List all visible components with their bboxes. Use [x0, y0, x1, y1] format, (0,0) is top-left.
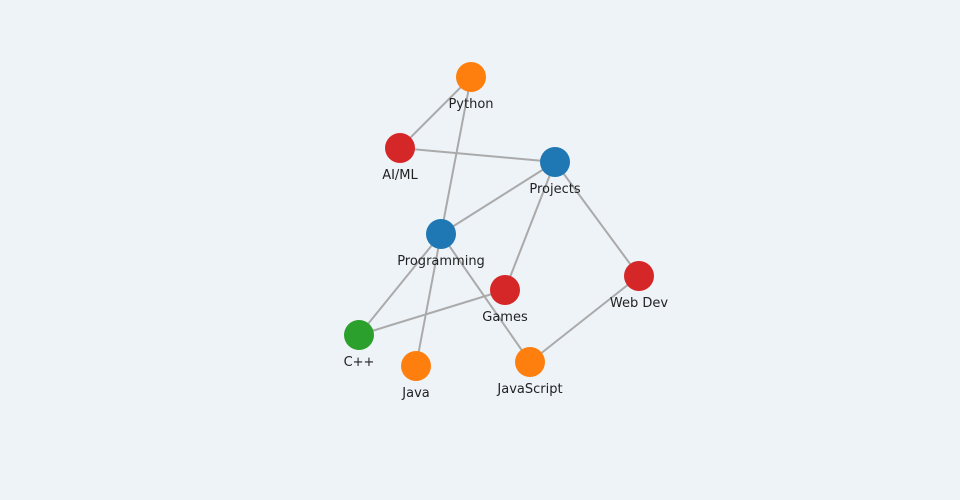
node-games[interactable]: Games: [482, 275, 528, 325]
node-circle[interactable]: [456, 62, 486, 92]
node-circle[interactable]: [515, 347, 545, 377]
node-javascript[interactable]: JavaScript: [496, 347, 563, 397]
edge-web-dev-javascript: [529, 275, 640, 363]
node-label: AI/ML: [382, 168, 418, 183]
node-ai-ml[interactable]: AI/ML: [382, 133, 419, 183]
node-circle[interactable]: [344, 320, 374, 350]
edge-projects-web-dev: [554, 161, 640, 277]
node-programming[interactable]: Programming: [397, 219, 485, 269]
node-label: Projects: [529, 182, 580, 197]
node-circle[interactable]: [401, 351, 431, 381]
node-label: Python: [448, 97, 493, 112]
node-label: C++: [344, 355, 375, 370]
node-java[interactable]: Java: [401, 351, 431, 401]
edge-programming-c: [358, 233, 442, 336]
edge-programming-java: [415, 233, 442, 367]
node-circle[interactable]: [540, 147, 570, 177]
node-projects[interactable]: Projects: [529, 147, 581, 197]
edge-games-c: [358, 289, 506, 336]
node-label: Web Dev: [610, 296, 668, 311]
node-label: JavaScript: [496, 382, 562, 397]
node-label: Java: [401, 386, 429, 401]
edge-projects-games: [504, 161, 556, 291]
edge-ai-ml-projects: [399, 147, 556, 163]
edge-python-programming: [440, 76, 472, 235]
node-label: Games: [482, 310, 528, 325]
node-circle[interactable]: [426, 219, 456, 249]
node-label: Programming: [397, 254, 485, 269]
edge-projects-programming: [440, 161, 556, 235]
node-python[interactable]: Python: [448, 62, 494, 112]
node-c[interactable]: C++: [344, 320, 375, 370]
node-web-dev[interactable]: Web Dev: [610, 261, 668, 311]
edge-programming-javascript: [440, 233, 531, 363]
node-circle[interactable]: [624, 261, 654, 291]
node-circle[interactable]: [385, 133, 415, 163]
node-circle[interactable]: [490, 275, 520, 305]
edge-python-ai-ml: [399, 76, 472, 149]
edges-layer: [358, 76, 640, 367]
